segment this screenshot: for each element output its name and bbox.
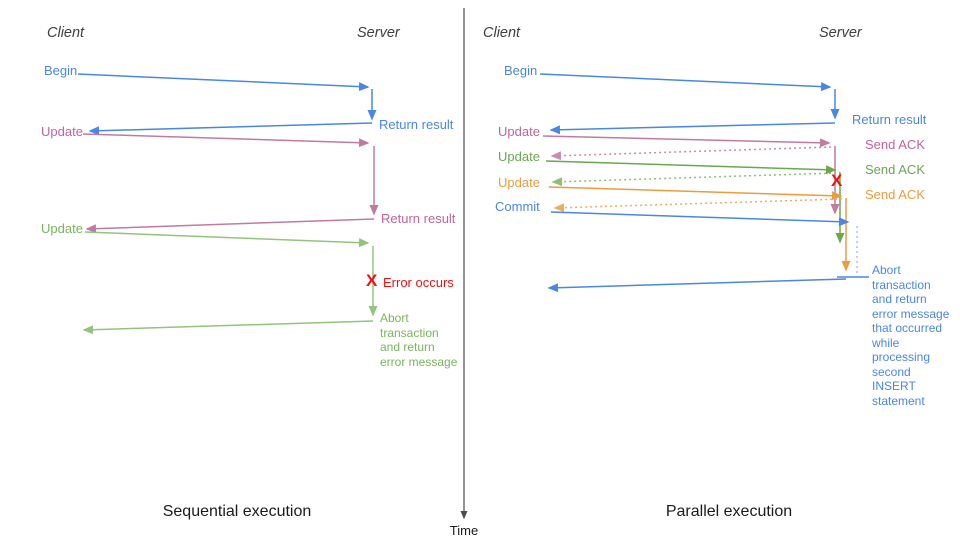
par-ack1-label: Send ACK [865, 137, 925, 152]
par-server-label: Server [819, 25, 862, 41]
seq-server-label: Server [357, 25, 400, 41]
seq-abort-return-arrow [82, 320, 374, 335]
seq-client-label: Client [47, 25, 85, 41]
seq-begin-label: Begin [44, 63, 78, 78]
par-return1-label: Return result [852, 112, 927, 127]
par-update2-label: Update [498, 149, 540, 164]
par-ack2-dotted-arrow [551, 172, 837, 187]
seq-return2-label: Return result [381, 211, 456, 226]
par-ack1-dotted-arrow [550, 146, 832, 161]
par-commit-request-arrow [550, 211, 850, 227]
seq-update1-return-arrow [85, 218, 375, 234]
seq-update2-request-arrow [84, 231, 370, 248]
par-update1-label: Update [498, 124, 540, 139]
par-ack3-label: Send ACK [865, 187, 925, 202]
par-error-x-icon: X [831, 171, 843, 190]
par-ack3-dotted-arrow [553, 198, 843, 213]
seq-begin-request-arrow [77, 73, 370, 92]
par-update1-request-arrow [542, 135, 831, 148]
seq-update1-label: Update [41, 124, 83, 139]
par-abort-return-arrow [547, 278, 847, 293]
par-abort-label: Abort transaction and return error messa… [872, 263, 950, 408]
seq-error-x-icon: X [366, 271, 378, 290]
par-update2-request-arrow [545, 160, 837, 175]
seq-return1-label: Return result [379, 117, 454, 132]
parallel-caption: Parallel execution [665, 503, 793, 520]
seq-update1-request-arrow [82, 133, 370, 148]
par-client-label: Client [483, 25, 521, 41]
sequential-caption: Sequential execution [162, 503, 312, 520]
par-update3-request-arrow [548, 186, 843, 201]
seq-abort-label: Abort transaction and return error messa… [380, 311, 458, 369]
par-begin-return-arrow [549, 122, 836, 135]
time-axis-label: Time [449, 523, 479, 538]
par-update3-label: Update [498, 175, 540, 190]
seq-error-label: Error occurs [383, 275, 454, 290]
seq-begin-return-arrow [88, 122, 373, 136]
seq-update2-label: Update [41, 221, 83, 236]
par-begin-label: Begin [504, 63, 538, 78]
par-commit-label: Commit [495, 199, 540, 214]
par-ack2-label: Send ACK [865, 162, 925, 177]
par-begin-request-arrow [539, 73, 832, 92]
